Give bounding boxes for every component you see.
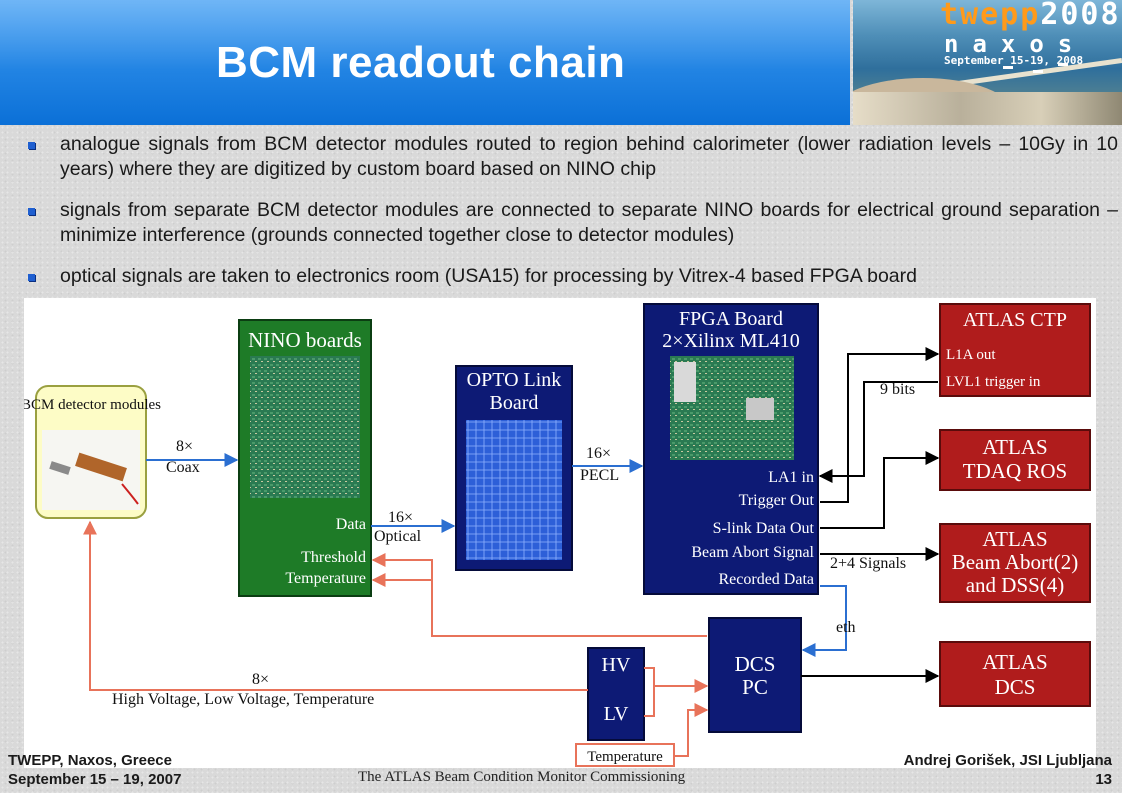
readout-chain-diagram: BCM detector modules NINO boards Data Th… [24, 298, 1096, 768]
eth-label: eth [836, 619, 856, 636]
nino-data-port: Data [336, 516, 366, 533]
logo-boat [1058, 63, 1068, 66]
black-signal-arrows [801, 347, 940, 683]
abort-line1: ATLAS [982, 527, 1047, 551]
bullet-item: optical signals are taken to electronics… [28, 264, 1118, 289]
bullet-list: analogue signals from BCM detector modul… [28, 132, 1118, 305]
nino-threshold-port: Threshold [301, 549, 366, 566]
ctp-title: ATLAS CTP [963, 309, 1067, 331]
bullet-icon [28, 208, 35, 215]
opto-title-line2: Board [490, 392, 539, 414]
fpga-title-line2: 2×Xilinx ML410 [662, 330, 799, 352]
coax-count: 8× [176, 438, 193, 455]
opto-title-line1: OPTO Link [467, 369, 562, 391]
bullet-item: signals from separate BCM detector modul… [28, 198, 1118, 248]
arrow-labels: 8× Coax 16× Optical 16× PECL 9 bits 2+4 … [112, 381, 915, 708]
bcm-modules-box: BCM detector modules [24, 385, 161, 519]
page-number: 13 [1095, 771, 1112, 788]
atlas-beam-abort-box: ATLAS Beam Abort(2) and DSS(4) [939, 523, 1091, 603]
footer-author: Andrej Gorišek, JSI Ljubljana [903, 752, 1112, 769]
bullet-icon [28, 142, 35, 149]
blue-signal-arrows [146, 453, 847, 657]
pecl-count: 16× [586, 445, 611, 462]
dcs-pc-line2: PC [742, 675, 768, 699]
title-banner [0, 0, 850, 125]
fpga-la1-in: LA1 in [768, 469, 814, 486]
atlas-dcs-line1: ATLAS [982, 650, 1047, 674]
logo-title: twepp2008 [940, 0, 1121, 30]
nino-board-photo [250, 356, 360, 498]
fpga-recorded-data: Recorded Data [718, 571, 814, 588]
lv-label: LV [604, 703, 629, 725]
abort-line3: and DSS(4) [966, 573, 1065, 597]
footer-right: Andrej Gorišek, JSI Ljubljana 13 [904, 751, 1112, 789]
fpga-title-line1: FPGA Board [679, 308, 783, 330]
hv-label: HV [602, 654, 631, 676]
logo-location: naxos [944, 30, 1087, 58]
optical-count: 16× [388, 509, 413, 526]
nino-boards-box: NINO boards Data Threshold Temperature [238, 319, 372, 597]
fpga-slink-out: S-link Data Out [713, 520, 815, 537]
hv-count: 8× [252, 671, 269, 688]
fpga-beam-abort: Beam Abort Signal [691, 544, 814, 561]
ctp-l1a-out: L1A out [946, 347, 996, 363]
fpga-board-box: FPGA Board 2×Xilinx ML410 LA1 in Trigger… [643, 303, 819, 595]
atlas-ctp-box: ATLAS CTP L1A out LVL1 trigger in [939, 303, 1091, 397]
opto-link-box: OPTO Link Board [455, 365, 573, 571]
logo-year: 2008 [1040, 0, 1121, 32]
logo-boat [1003, 66, 1013, 69]
page-title: BCM readout chain [216, 38, 626, 87]
nino-temperature-port: Temperature [285, 570, 366, 587]
hv-lv-temp-label: High Voltage, Low Voltage, Temperature [112, 691, 374, 708]
tdaq-line1: ATLAS [982, 435, 1047, 459]
tdaq-line2: TDAQ ROS [963, 459, 1067, 483]
atlas-dcs-line2: DCS [995, 675, 1036, 699]
nino-title: NINO boards [248, 328, 362, 352]
bits-label: 9 bits [880, 381, 915, 398]
atlas-tdaq-box: ATLAS TDAQ ROS [939, 429, 1091, 491]
footer-title: The ATLAS Beam Condition Monitor Commiss… [358, 769, 686, 785]
logo-boat [1033, 70, 1043, 73]
footer-left: TWEPP, Naxos, Greece September 15 – 19, … [8, 751, 181, 789]
abort-line2: Beam Abort(2) [952, 550, 1079, 574]
opto-board-photo [466, 420, 562, 560]
ctp-lvl1-in: LVL1 trigger in [946, 374, 1041, 390]
logo-twepp: twepp [940, 0, 1041, 32]
bullet-item: analogue signals from BCM detector modul… [28, 132, 1118, 182]
bullet-icon [28, 274, 35, 281]
bcm-modules-title: BCM detector modules [24, 397, 161, 413]
optical-label: Optical [374, 528, 422, 545]
footer-venue: TWEPP, Naxos, Greece [8, 752, 172, 769]
temperature-box-label: Temperature [587, 749, 663, 765]
fpga-trigger-out: Trigger Out [739, 492, 815, 509]
bullet-text: optical signals are taken to electronics… [60, 265, 917, 287]
footer-dates: September 15 – 19, 2007 [8, 771, 182, 788]
pecl-label: PECL [580, 467, 619, 484]
signals-label: 2+4 Signals [830, 555, 906, 572]
conference-logo [853, 0, 1122, 125]
hv-lv-box: HV LV [587, 647, 645, 741]
dcs-pc-box: DCS PC [708, 617, 802, 733]
atlas-dcs-box: ATLAS DCS [939, 641, 1091, 707]
logo-town [853, 92, 1122, 125]
coax-label: Coax [166, 459, 200, 476]
bullet-text: analogue signals from BCM detector modul… [60, 133, 1118, 180]
bullet-text: signals from separate BCM detector modul… [60, 199, 1118, 246]
logo-dates: September 15-19, 2008 [944, 54, 1084, 67]
red-control-arrows [83, 520, 709, 757]
dcs-pc-line1: DCS [735, 652, 776, 676]
